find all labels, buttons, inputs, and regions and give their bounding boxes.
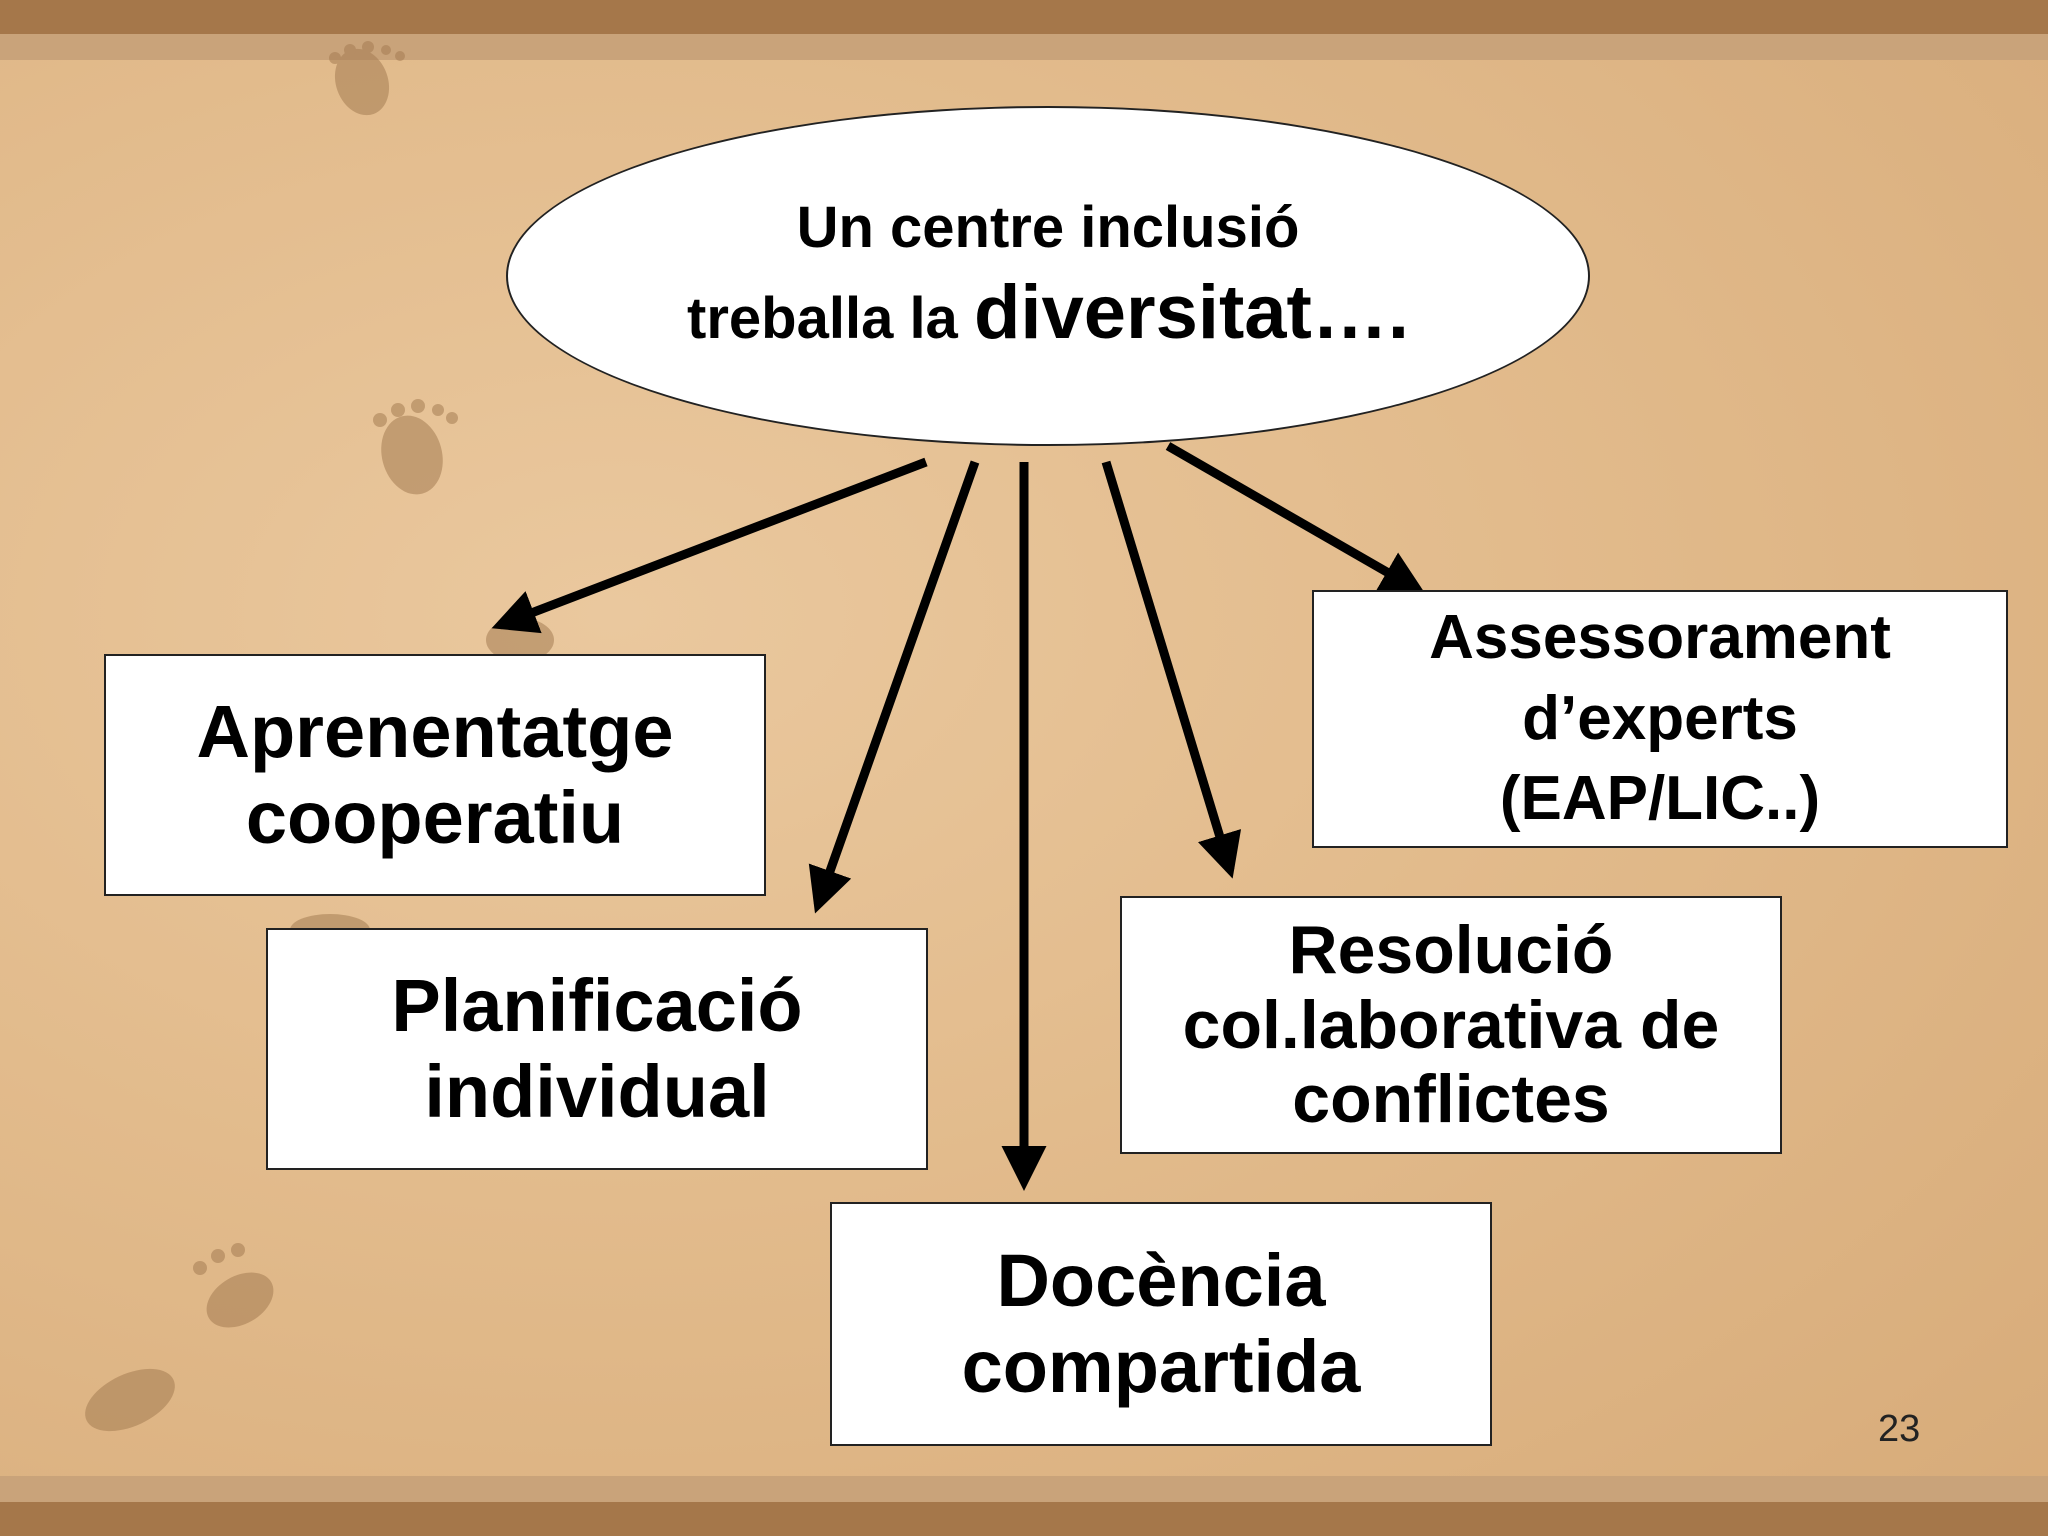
bottom-frame-band — [0, 1502, 2048, 1536]
node-resolucio-line2: col.laborativa de — [1182, 986, 1720, 1063]
node-assessorament-line2: d’experts — [1522, 683, 1798, 753]
node-aprenentatge-line2: cooperatiu — [245, 776, 625, 859]
node-assessorament-line1: Assessorament — [1429, 603, 1891, 673]
node-aprenentatge-cooperatiu: Aprenentatge cooperatiu — [104, 654, 766, 896]
node-docencia-compartida: Docència compartida — [830, 1202, 1492, 1446]
node-assessorament-experts: Assessorament d’experts (EAP/LIC..) — [1312, 590, 2008, 848]
node-resolucio-line1: Resolució — [1288, 911, 1614, 988]
node-resolucio-line3: conflictes — [1292, 1061, 1610, 1138]
slide-page-number: 23 — [1878, 1408, 1921, 1450]
central-concept-line1: Un centre inclusió — [796, 195, 1300, 261]
arrow-to-aprenentatge — [491, 457, 928, 634]
node-resolucio-collaborativa: Resolució col.laborativa de conflictes — [1120, 896, 1782, 1154]
bottom-frame-band-inner — [0, 1476, 2048, 1502]
arrow-to-resolucio — [1101, 460, 1242, 879]
node-planificacio-line2: individual — [424, 1050, 770, 1133]
node-aprenentatge-line1: Aprenentatge — [196, 690, 674, 774]
arrow-to-assessorament — [1165, 442, 1426, 595]
central-concept-ellipse: Un centre inclusió treballa la diversita… — [506, 106, 1590, 446]
node-assessorament-line3: (EAP/LIC..) — [1499, 764, 1821, 834]
node-docencia-line1: Docència — [996, 1239, 1326, 1323]
central-concept-prefix: treballa la — [687, 285, 974, 351]
node-planificacio-individual: Planificació individual — [266, 928, 928, 1170]
node-docencia-line2: compartida — [961, 1325, 1361, 1408]
central-concept-emphasis: diversitat…. — [973, 269, 1409, 355]
top-frame-band-inner — [0, 34, 2048, 60]
top-frame-band — [0, 0, 2048, 34]
arrow-to-planificacio — [808, 460, 980, 914]
node-planificacio-line1: Planificació — [391, 964, 803, 1048]
central-concept-line2: treballa la diversitat…. — [687, 265, 1409, 360]
